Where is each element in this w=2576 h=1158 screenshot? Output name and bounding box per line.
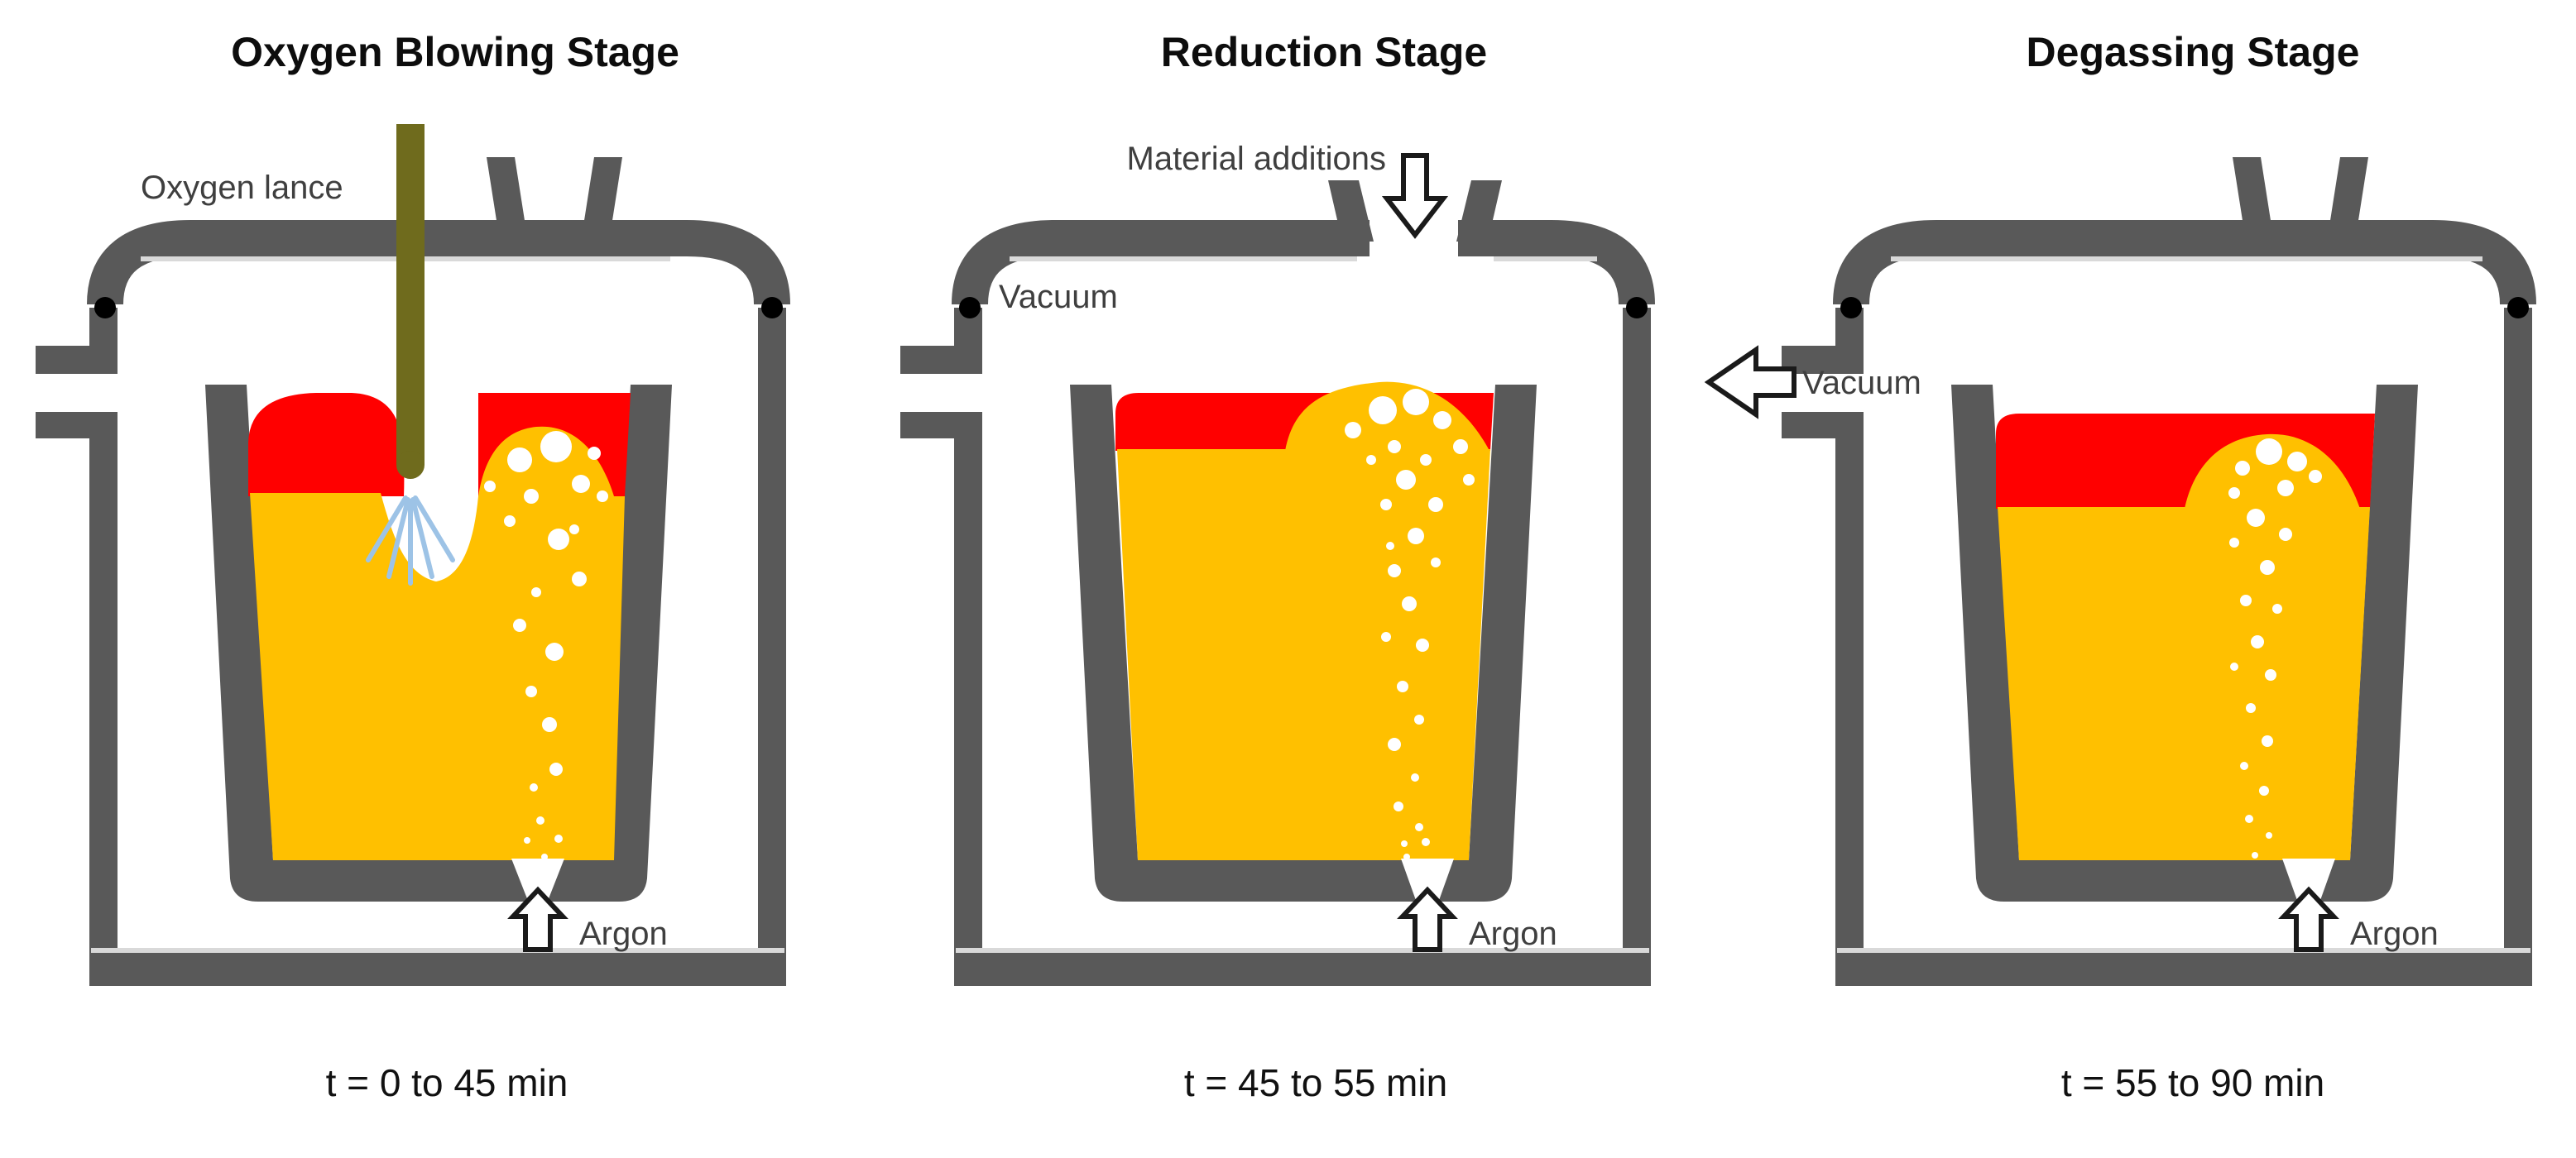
vacuum-left-arrow-icon <box>1704 345 1796 419</box>
argon-label: Argon <box>1469 916 1557 952</box>
lid-pivot-dot-left <box>959 297 981 318</box>
ladle <box>1951 385 2418 902</box>
panel-title: Reduction Stage <box>1161 29 1487 75</box>
vacuum-chamber <box>900 180 1651 986</box>
bottom-bevel <box>1837 948 2530 953</box>
vacuum-label: Vacuum <box>999 279 1118 315</box>
vacuum-label: Vacuum <box>1802 365 1921 401</box>
lid-bevel-left <box>1010 256 1357 261</box>
panel-title: Degassing Stage <box>2027 29 2360 75</box>
lid-pivot-dot-left <box>94 297 116 318</box>
lid-pivot-dot-left <box>1840 297 1862 318</box>
chamber-left-wall <box>1835 412 1864 951</box>
lid-bevel-right <box>1494 256 1597 261</box>
steel-body <box>1998 507 2370 860</box>
lid-pivots <box>959 297 1648 318</box>
bubble-plume <box>1345 389 1475 860</box>
steel-body-with-lance-cavity <box>250 493 625 860</box>
panel-degassing-stage: Degassing Stage <box>1704 29 2536 1104</box>
ladle <box>1070 385 1537 902</box>
side-port-flange-top <box>900 346 982 374</box>
material-additions-label: Material additions <box>1127 141 1387 177</box>
chamber-bottom-wall <box>954 951 1651 986</box>
porous-plug-notch <box>511 859 564 905</box>
chamber-left-wall <box>89 412 118 951</box>
lid-pivot-dot-right <box>2507 297 2529 318</box>
vacuum-chamber <box>1782 157 2532 986</box>
lid-bevels <box>1837 256 2530 953</box>
lid-pivots <box>1840 297 2529 318</box>
argon-up-arrow-icon <box>2278 886 2339 952</box>
panel-title: Oxygen Blowing Stage <box>231 29 679 75</box>
vessel-lid-left-segment <box>952 220 1370 305</box>
steel-bulge <box>2185 433 2360 509</box>
argon-up-arrow-icon <box>1397 886 1458 952</box>
molten-steel <box>1117 381 1490 860</box>
oxygen-lance <box>396 124 425 479</box>
vessel-lid-right-segment <box>1458 220 1655 305</box>
argon-label: Argon <box>2350 916 2439 952</box>
material-additions-down-arrow-icon <box>1381 153 1449 239</box>
chamber-right-wall <box>1623 308 1651 951</box>
steel-body <box>1117 449 1490 860</box>
lid-pivot-dot-right <box>761 297 783 318</box>
bottom-bevel <box>91 948 784 953</box>
chamber-bottom-wall <box>89 951 786 986</box>
porous-plug-notch <box>1401 859 1454 905</box>
lid-pivot-dot-right <box>1626 297 1648 318</box>
panel-reduction-stage: Reduction Stage <box>900 29 1655 1104</box>
bottom-bevel <box>956 948 1649 953</box>
chamber-right-wall <box>2504 308 2532 951</box>
chamber-right-wall <box>758 308 786 951</box>
vacuum-chamber <box>36 157 786 986</box>
slag-left-dome <box>248 393 405 496</box>
vessel-lid <box>1833 220 2536 305</box>
ladle <box>205 385 672 902</box>
oxygen-lance-label: Oxygen lance <box>141 170 343 206</box>
time-label: t = 55 to 90 min <box>2061 1061 2324 1104</box>
panel-oxygen-blowing-stage: Oxygen Blowing Stage <box>36 29 790 1104</box>
chamber-left-wall <box>954 412 982 951</box>
lid-bevels <box>956 256 1649 953</box>
bubble-plume <box>484 431 608 860</box>
chamber-bottom-wall <box>1835 951 2532 986</box>
side-port-flange-top <box>36 346 118 374</box>
porous-plug-notch <box>2282 859 2335 905</box>
time-label: t = 45 to 55 min <box>1184 1061 1447 1104</box>
lid-pivots <box>94 297 783 318</box>
oxygen-spray <box>366 495 455 586</box>
vessel-lid <box>87 220 790 305</box>
molten-steel <box>1998 433 2370 860</box>
argon-label: Argon <box>579 916 668 952</box>
argon-up-arrow-icon <box>507 886 568 952</box>
time-label: t = 0 to 45 min <box>326 1061 568 1104</box>
bubble-plume <box>2228 438 2322 859</box>
lid-bevel <box>1891 256 2482 261</box>
